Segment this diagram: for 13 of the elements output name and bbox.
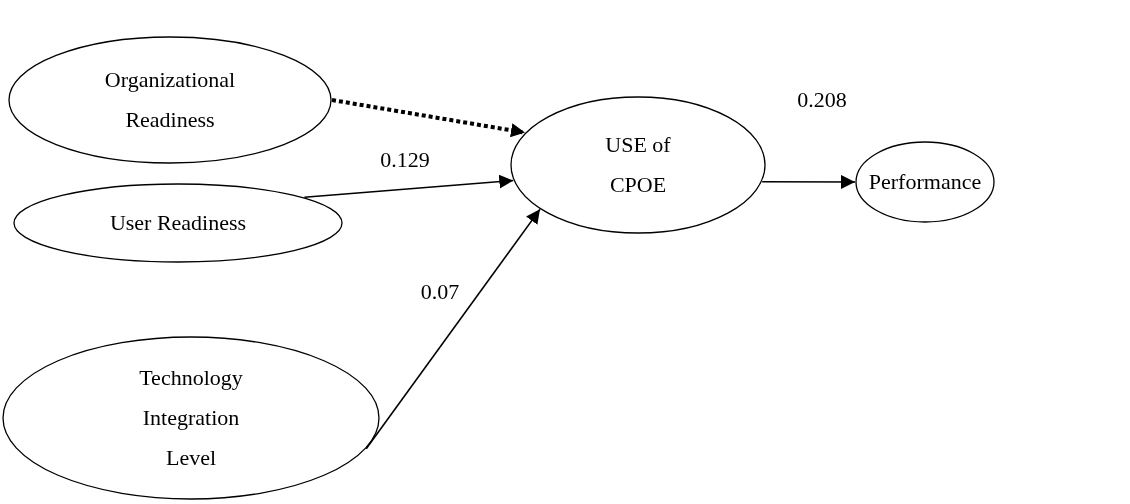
ellipse-node	[8, 36, 332, 164]
ellipse-node	[510, 96, 766, 234]
arrow	[303, 174, 515, 199]
node-label: Organizational Readiness	[103, 66, 237, 134]
node-label: USE of CPOE	[604, 131, 672, 199]
ellipse-node	[2, 336, 380, 500]
arrow	[761, 174, 856, 189]
ellipse-node	[13, 183, 343, 263]
node-label: Technology Integration Level	[138, 364, 244, 472]
ellipse-node	[855, 141, 995, 223]
node-label: User Readiness	[109, 209, 247, 237]
arrow	[331, 98, 526, 138]
node-label: Performance	[868, 168, 982, 196]
